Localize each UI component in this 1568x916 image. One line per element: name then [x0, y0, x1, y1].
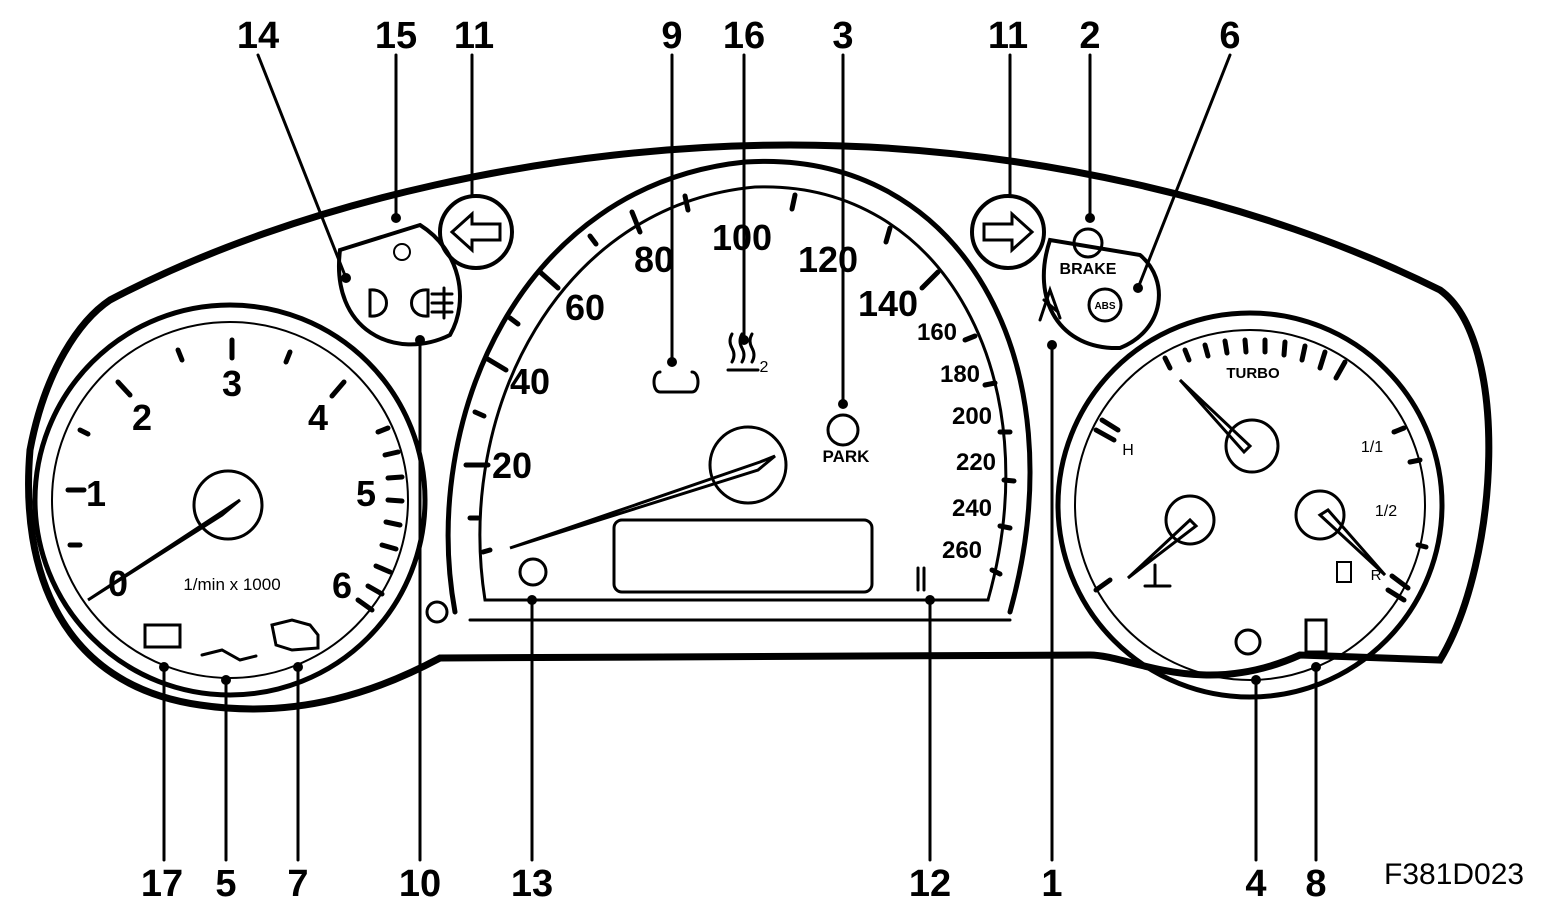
leader-lines	[162, 53, 1318, 862]
callout-2: 2	[1079, 15, 1100, 57]
speed-number-220: 220	[956, 449, 996, 476]
callout-13: 13	[511, 863, 553, 905]
brake-label: BRAKE	[1060, 261, 1117, 278]
left-turn-signal-ring	[438, 194, 514, 270]
fuel-reserve-label: R	[1371, 567, 1382, 584]
callout-15: 15	[375, 15, 417, 57]
speed-number-60: 60	[565, 287, 605, 328]
brake-warning-icon	[1072, 227, 1104, 259]
right-turn-signal-ring	[970, 194, 1046, 270]
trip-display	[612, 518, 874, 594]
left-arrow-icon	[449, 210, 502, 254]
fuel-gauge-symbol	[1336, 561, 1352, 583]
callout-14: 14	[237, 15, 279, 57]
speed-number-100: 100	[712, 217, 772, 258]
tacho-number-4: 4	[308, 397, 328, 438]
leader-dots	[159, 213, 1321, 685]
tacho-number-0: 0	[108, 563, 128, 604]
right-gauge-bezel	[1055, 310, 1445, 700]
speed-number-200: 200	[952, 403, 992, 430]
airbag-warning-icon	[1234, 628, 1262, 656]
callout-8: 8	[1305, 863, 1326, 905]
speed-number-140: 140	[858, 283, 918, 324]
speed-number-20: 20	[492, 445, 532, 486]
park-label: PARK	[823, 447, 871, 466]
glow-plug-icon	[652, 370, 700, 394]
battery-icon	[143, 623, 182, 649]
speedometer-needle	[509, 454, 776, 550]
turbo-label: TURBO	[1226, 365, 1280, 382]
speed-number-260: 260	[942, 537, 982, 564]
tacho-unit-label: 1/min x 1000	[183, 575, 280, 594]
speedometer-hub	[708, 425, 788, 505]
tacho-number-1: 1	[86, 473, 106, 514]
right-arrow-icon	[982, 210, 1035, 254]
turbo-scale	[1162, 337, 1348, 381]
check-engine-icon	[270, 618, 320, 652]
turbo-needle	[1178, 378, 1253, 455]
callout-3: 3	[832, 15, 853, 57]
temp-needle	[1126, 517, 1199, 580]
tacho-number-3: 3	[222, 363, 242, 404]
callout-11-right: 11	[988, 15, 1028, 57]
front-fog-light-icon	[368, 288, 388, 318]
speedometer-ticks	[463, 192, 1017, 577]
tachometer-ticks	[65, 337, 405, 613]
tachometer-needle	[87, 498, 241, 602]
speed-number-240: 240	[952, 495, 992, 522]
rear-defrost-suffix: 2	[760, 359, 769, 376]
oil-pressure-icon	[200, 648, 258, 662]
temp-hub	[1164, 494, 1216, 546]
speed-number-180: 180	[940, 361, 980, 388]
rear-defrost-icon	[726, 332, 760, 372]
figure-code: F381D023	[1384, 858, 1525, 891]
seatbelt-icon	[1038, 285, 1062, 322]
callout-6: 6	[1219, 15, 1240, 57]
fuel-half-label: 1/2	[1375, 503, 1397, 520]
tacho-number-5: 5	[356, 473, 376, 514]
callout-16: 16	[723, 15, 765, 57]
fuel-needle	[1317, 508, 1387, 577]
callout-1: 1	[1041, 863, 1062, 905]
callout-11-left: 11	[454, 15, 494, 57]
tacho-number-6: 6	[332, 565, 352, 606]
callout-12: 12	[909, 863, 951, 905]
headlight-high-beam-icon	[393, 243, 411, 261]
turbo-hub	[1224, 418, 1280, 474]
speed-number-120: 120	[798, 239, 858, 280]
fuel-hub	[1294, 489, 1346, 541]
fuel-full-label: 1/1	[1361, 439, 1383, 456]
speed-number-40: 40	[510, 361, 550, 402]
cruise-control-icon	[916, 566, 926, 592]
speed-number-80: 80	[634, 239, 674, 280]
rear-fog-light-icon	[410, 286, 454, 320]
light-sensor	[425, 600, 449, 624]
right-indicator-pod	[1041, 237, 1161, 351]
callout-4: 4	[1245, 863, 1266, 905]
tacho-number-2: 2	[132, 397, 152, 438]
abs-warning-icon	[1087, 287, 1123, 323]
callout-5: 5	[215, 863, 236, 905]
callout-7: 7	[287, 863, 308, 905]
temp-high-label: H	[1122, 442, 1134, 459]
coolant-temp-icon	[1143, 563, 1172, 588]
speedometer-inner	[478, 185, 1008, 602]
callout-9: 9	[661, 15, 682, 57]
low-fuel-icon	[1304, 618, 1328, 654]
speed-number-160: 160	[917, 319, 957, 346]
callout-10: 10	[399, 863, 441, 905]
tachometer-bezel	[32, 302, 428, 698]
abs-label: ABS	[1094, 301, 1115, 312]
parking-brake-icon	[826, 413, 860, 447]
tachometer-hub	[192, 469, 264, 541]
callout-17: 17	[141, 863, 183, 905]
service-interval-icon	[518, 557, 548, 587]
